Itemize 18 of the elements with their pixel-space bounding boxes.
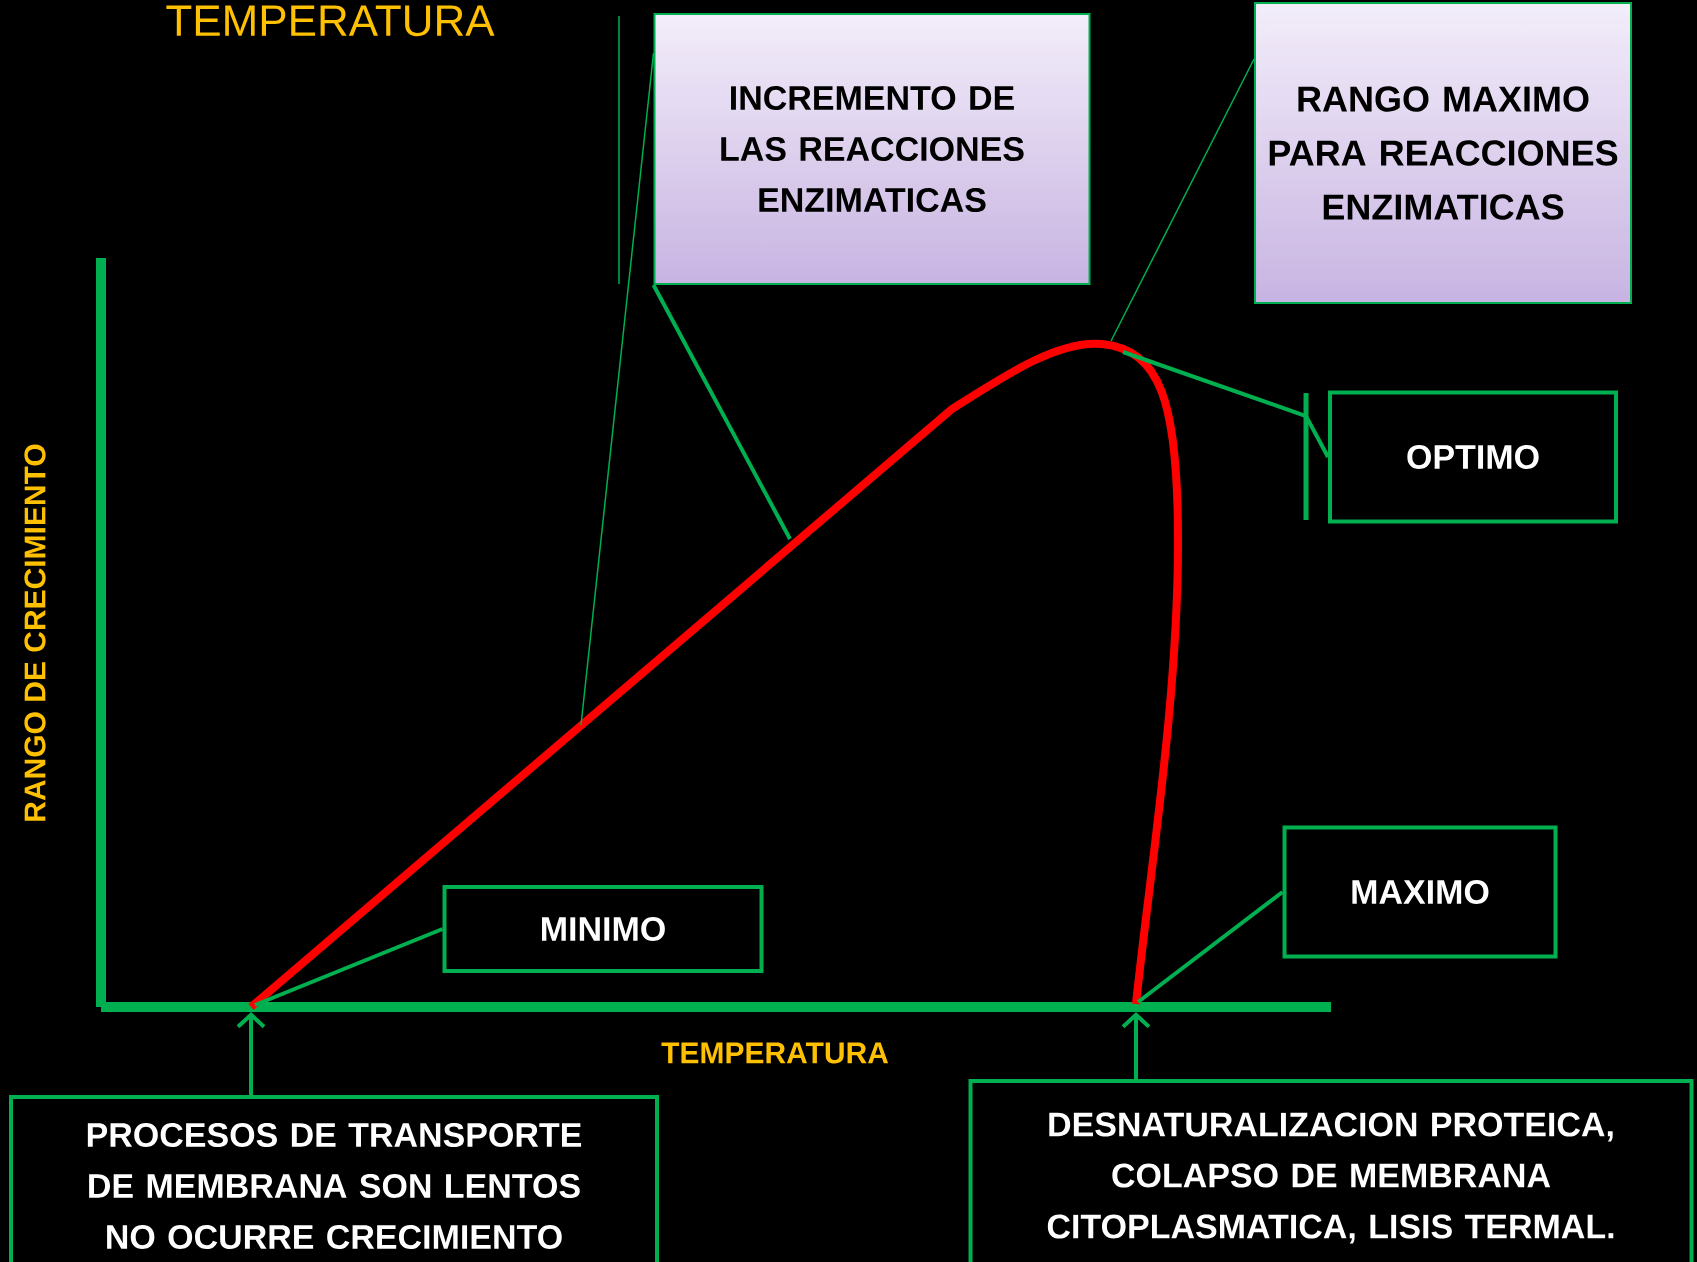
- arrow: [236, 1012, 266, 1095]
- axis-label: RANGO DE CRECIMIENTO: [24, 444, 46, 821]
- leader-line: [651, 284, 792, 540]
- label-box: MAXIMO: [1282, 825, 1558, 959]
- label-box: OPTIMO: [1328, 390, 1618, 524]
- leader-line: [1122, 350, 1330, 458]
- label-box: DESNATURALIZACION PROTEICA, COLAPSO DE MEMBRANA CITOPLASMATICA, LISIS TERMAL.: [968, 1079, 1694, 1262]
- label-box: MINIMO: [442, 885, 764, 973]
- title: TEMPERATURA: [166, 5, 495, 37]
- arrow: [1121, 1012, 1151, 1079]
- axis-label: TEMPERATURA: [661, 1042, 889, 1064]
- leader-line: [254, 927, 444, 1007]
- callout-box: INCREMENTO DE LAS REACCIONES ENZIMATICAS: [653, 13, 1091, 285]
- callout-box: RANGO MAXIMO PARA REACCIONES ENZIMATICAS: [1254, 2, 1632, 304]
- leader-line: [1136, 890, 1284, 1004]
- leader-line: [580, 52, 655, 726]
- label-box: PROCESOS DE TRANSPORTE DE MEMBRANA SON LENTOS NO OCURRE CRECIMIENTO: [9, 1095, 659, 1262]
- leader-line: [1110, 58, 1255, 342]
